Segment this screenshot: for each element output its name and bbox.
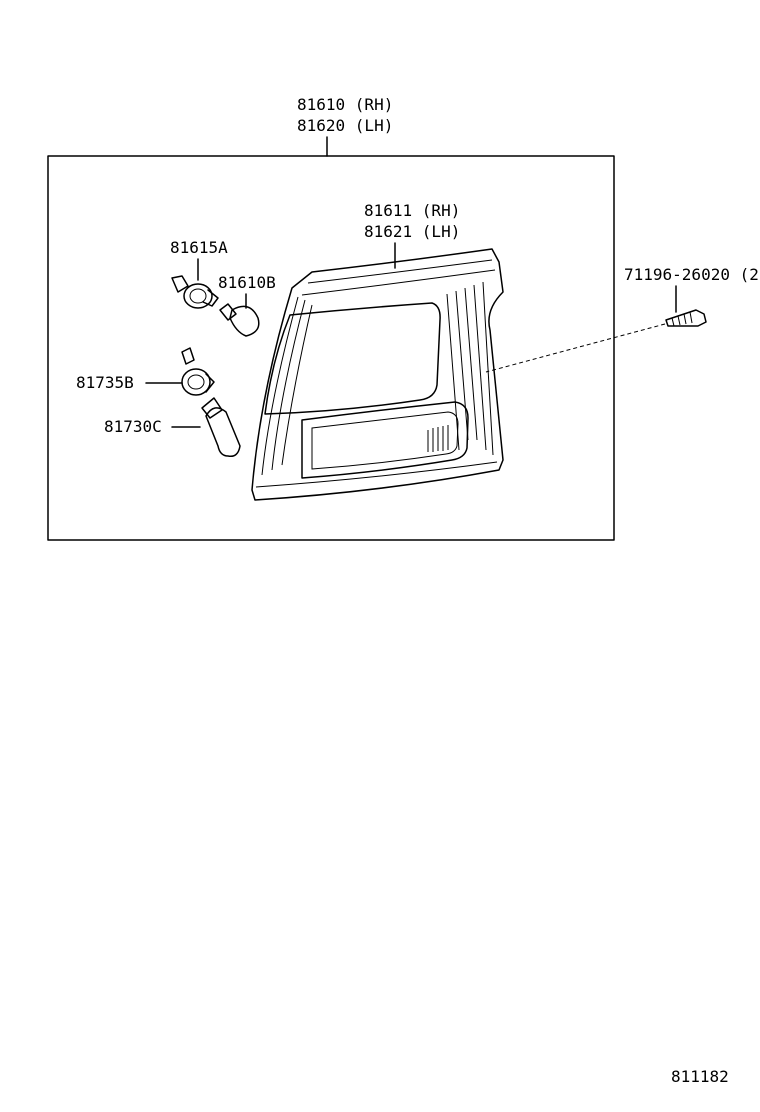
figure-number: 811182 [671,1067,729,1086]
label-socket-a: 81615A [170,238,228,257]
lamp-lens [251,248,504,501]
label-screw: 71196-26020 (2) [624,265,760,284]
screw-part [665,309,707,327]
label-socket-b: 81735B [76,373,134,392]
socket-b-part [181,347,215,396]
label-assembly-lh: 81620 (LH) [297,116,393,135]
screw-dashed-leader [485,323,666,373]
label-lens-lh: 81621 (LH) [364,222,460,241]
bulb-c-part [201,397,241,458]
bulb-b-part [219,303,260,337]
socket-a-part [171,275,219,309]
assembly-frame [47,155,615,541]
label-bulb-b: 81610B [218,273,276,292]
label-lens-rh: 81611 (RH) [364,201,460,220]
label-assembly-rh: 81610 (RH) [297,95,393,114]
label-bulb-c: 81730C [104,417,162,436]
